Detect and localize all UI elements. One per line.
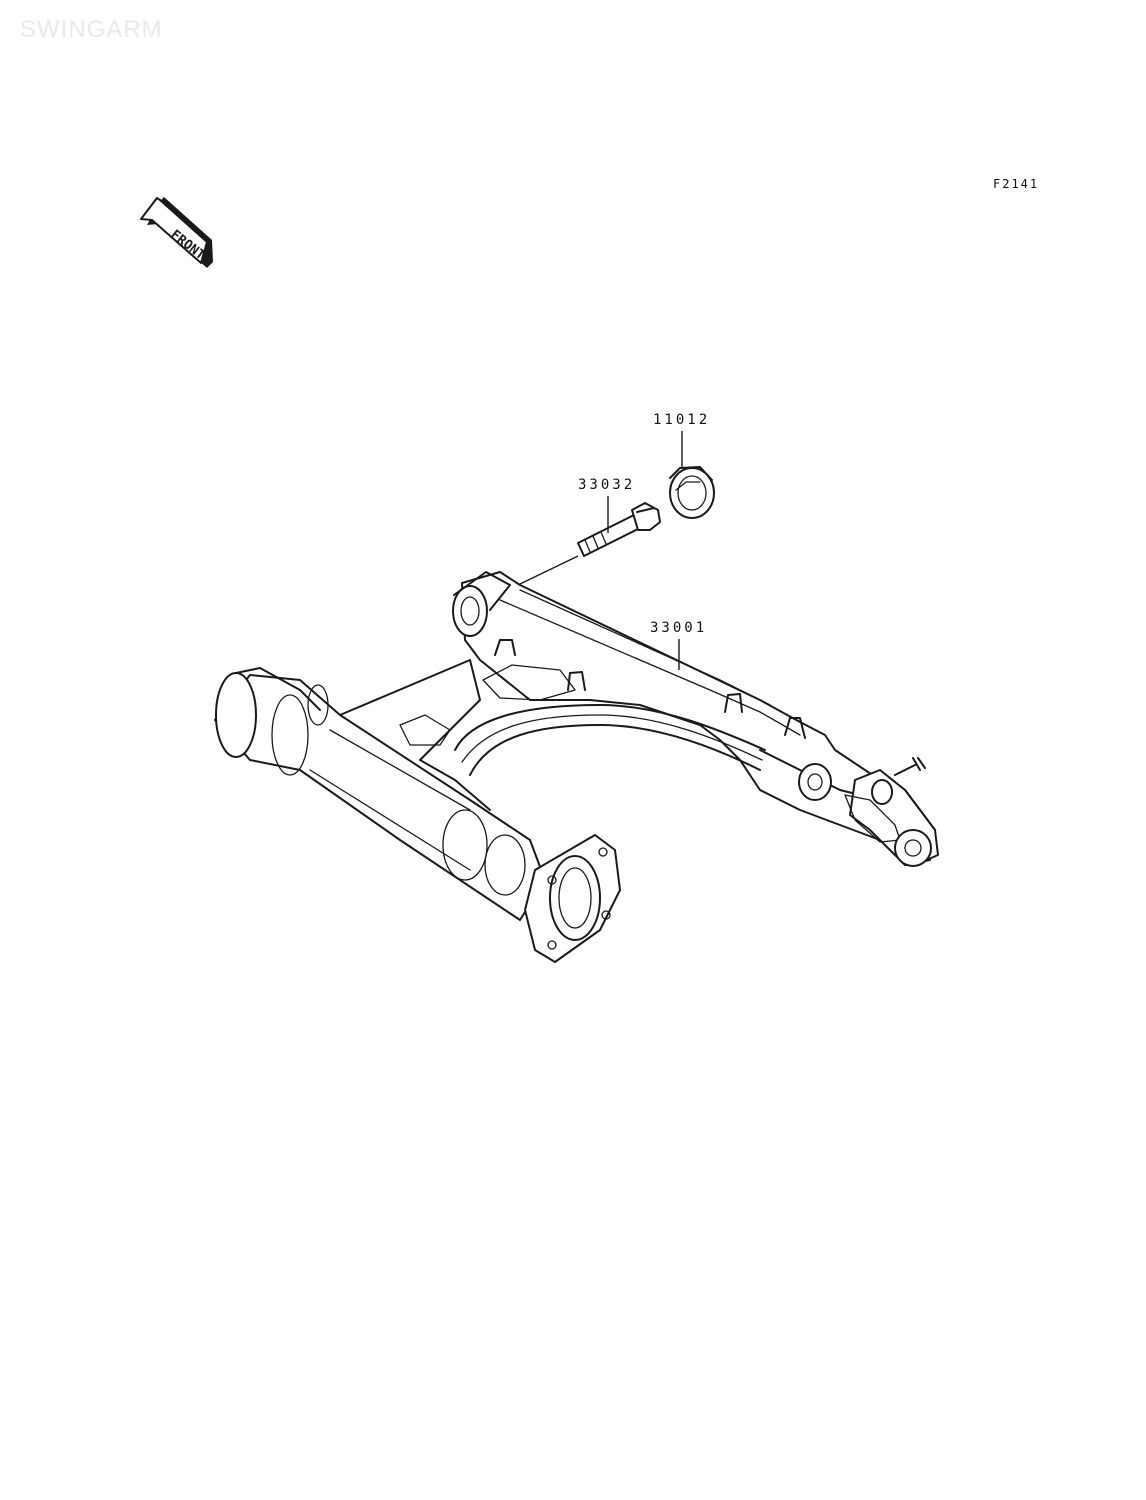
part-number-label: 33032 xyxy=(578,477,636,493)
part-number-label: 11012 xyxy=(653,412,711,428)
pivot-bolt-33032-drawing xyxy=(519,502,661,585)
front-arrow-icon: FRONT xyxy=(140,197,213,268)
diagram-title-watermark: SWINGARM xyxy=(20,16,163,43)
swingarm-33001-drawing xyxy=(214,571,939,963)
part-number-label: 33001 xyxy=(650,620,708,636)
collar-11012-drawing xyxy=(669,466,715,519)
figure-code: F2141 xyxy=(993,177,1040,191)
